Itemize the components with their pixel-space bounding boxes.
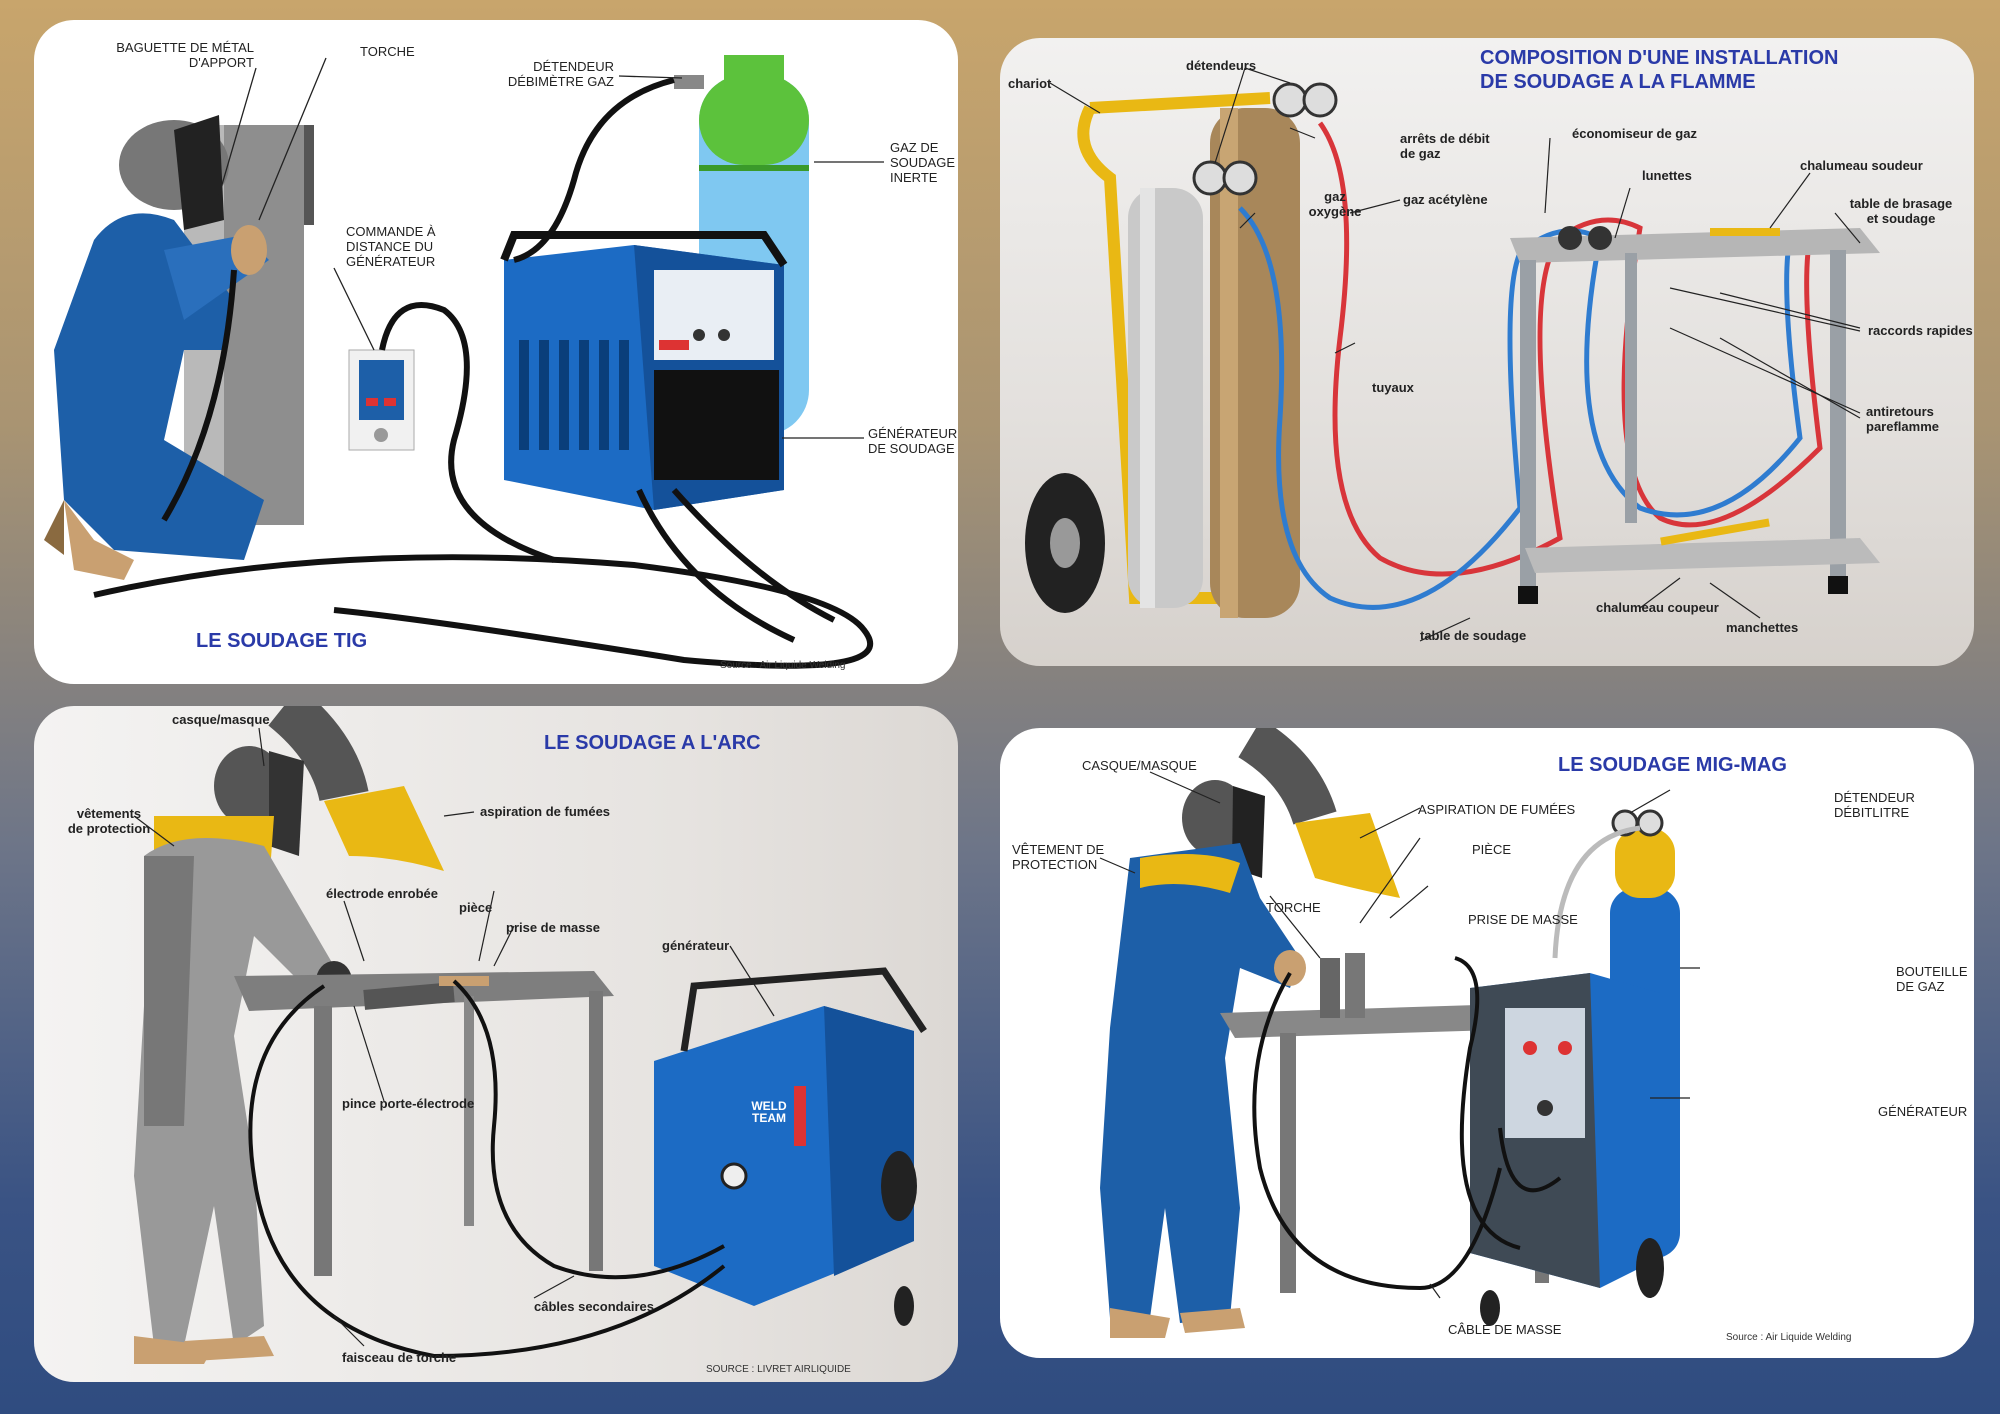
tig-label-detendeur: DÉTENDEUR DÉBIMÈTRE GAZ bbox=[507, 59, 614, 89]
flamme-label-chalumeau-soudeur: chalumeau soudeur bbox=[1800, 158, 1923, 173]
tig-illustration bbox=[44, 55, 884, 669]
migmag-label-aspiration: ASPIRATION DE FUMÉES bbox=[1418, 802, 1576, 817]
tig-label-baguette: BAGUETTE DE MÉTAL D'APPORT bbox=[116, 40, 254, 70]
arc-fume-extractor bbox=[268, 706, 444, 871]
panel-migmag: LE SOUDAGE MIG-MAG CASQUE/MASQUE VÊTEMEN… bbox=[1000, 728, 1974, 1358]
tig-title: LE SOUDAGE TIG bbox=[196, 630, 368, 652]
arc-title: LE SOUDAGE A L'ARC bbox=[544, 732, 761, 754]
migmag-illustration bbox=[1099, 728, 1700, 1338]
flamme-label-detendeurs: détendeurs bbox=[1186, 58, 1257, 73]
arc-label-cables: câbles secondaires bbox=[534, 1299, 654, 1314]
flamme-label-gaz-acetylene: gaz acétylène bbox=[1403, 192, 1488, 207]
tig-label-generateur: GÉNÉRATEUR DE SOUDAGE bbox=[868, 426, 958, 456]
arc-generator bbox=[654, 967, 927, 1326]
migmag-fume-extractor bbox=[1237, 728, 1400, 898]
flamme-label-tuyaux: tuyaux bbox=[1372, 380, 1414, 395]
tig-welder-figure bbox=[44, 115, 314, 580]
flamme-label-manchettes: manchettes bbox=[1726, 620, 1799, 635]
migmag-source: Source : Air Liquide Welding bbox=[1726, 1332, 1852, 1343]
tig-label-gaz: GAZ DE SOUDAGE INERTE bbox=[890, 140, 956, 185]
migmag-label-torche: TORCHE bbox=[1266, 900, 1321, 915]
arc-leader-lines bbox=[133, 727, 775, 1347]
migmag-label-detendeur: DÉTENDEUR DÉBITLITRE bbox=[1834, 790, 1915, 820]
migmag-label-cable: CÂBLE DE MASSE bbox=[1448, 1322, 1562, 1337]
flamme-label-economiseur: économiseur de gaz bbox=[1572, 126, 1697, 141]
migmag-title: LE SOUDAGE MIG-MAG bbox=[1558, 754, 1787, 776]
migmag-cables bbox=[1252, 825, 1641, 1291]
arc-label-electrode: électrode enrobée bbox=[326, 886, 438, 901]
migmag-generator bbox=[1470, 973, 1664, 1326]
migmag-label-piece: PIÈCE bbox=[1472, 842, 1512, 857]
flamme-illustration bbox=[1025, 67, 1880, 642]
arc-label-prise: prise de masse bbox=[506, 920, 600, 935]
migmag-label-vetement: VÊTEMENT DE PROTECTION bbox=[1012, 842, 1105, 872]
flamme-label-gaz-oxygene: gaz oxygène bbox=[1308, 189, 1362, 219]
arc-label-casque: casque/masque bbox=[172, 712, 270, 727]
tig-label-commande: COMMANDE À DISTANCE DU GÉNÉRATEUR bbox=[346, 224, 436, 269]
flamme-leader-lines bbox=[1049, 67, 1861, 642]
flamme-table bbox=[1510, 226, 1880, 604]
arc-table bbox=[234, 971, 614, 1276]
arc-label-faisceau: faisceau de torche bbox=[342, 1350, 457, 1365]
arc-label-vetements: vêtements de protection bbox=[67, 806, 151, 836]
migmag-welder-figure bbox=[1100, 780, 1306, 1338]
migmag-label-bouteille: BOUTEILLE DE GAZ bbox=[1896, 964, 1968, 994]
migmag-label-casque: CASQUE/MASQUE bbox=[1082, 758, 1197, 773]
migmag-label-prise: PRISE DE MASSE bbox=[1468, 912, 1578, 927]
arc-label-generateur: générateur bbox=[662, 938, 730, 953]
tig-label-torche: TORCHE bbox=[360, 44, 415, 59]
flamme-label-arrets: arrêts de débit de gaz bbox=[1400, 131, 1490, 161]
tig-generator bbox=[500, 231, 788, 510]
panel-arc: LE SOUDAGE A L'ARC casque/masque vêtemen… bbox=[34, 706, 958, 1382]
flamme-trolley bbox=[1025, 92, 1271, 613]
tig-leader-lines bbox=[218, 57, 884, 439]
arc-label-piece: pièce bbox=[459, 900, 493, 915]
tig-cables bbox=[93, 77, 873, 669]
flamme-title: COMPOSITION D'UNE INSTALLATION DE SOUDAG… bbox=[1480, 47, 1839, 93]
migmag-leader-lines bbox=[1099, 771, 1700, 1299]
flamme-label-chariot: chariot bbox=[1008, 76, 1052, 91]
tig-remote-control bbox=[348, 349, 415, 451]
flamme-label-table-brasage: table de brasage et soudage bbox=[1849, 196, 1953, 226]
flamme-cylinders bbox=[1128, 82, 1338, 618]
arc-illustration bbox=[133, 706, 927, 1364]
flamme-label-antiretours: antiretours pareflamme bbox=[1866, 404, 1939, 434]
flamme-label-raccords: raccords rapides bbox=[1868, 323, 1973, 338]
flamme-label-chalumeau-coupeur: chalumeau coupeur bbox=[1596, 600, 1719, 615]
arc-label-aspiration: aspiration de fumées bbox=[480, 804, 611, 819]
arc-label-pince: pince porte-électrode bbox=[342, 1096, 475, 1111]
panel-flamme: COMPOSITION D'UNE INSTALLATION DE SOUDAG… bbox=[1000, 38, 1974, 666]
panel-tig: BAGUETTE DE MÉTAL D'APPORT TORCHE DÉTEND… bbox=[34, 20, 958, 684]
arc-source: SOURCE : LIVRET AIRLIQUIDE bbox=[706, 1364, 851, 1375]
flamme-label-lunettes: lunettes bbox=[1642, 168, 1692, 183]
arc-cables bbox=[248, 979, 726, 1359]
arc-brand: WELD TEAM bbox=[751, 1099, 787, 1125]
tig-source: Source : Air Liquide Welding bbox=[720, 660, 846, 671]
flamme-label-table-soudage: table de soudage bbox=[1420, 628, 1527, 643]
migmag-label-generateur: GÉNÉRATEUR bbox=[1878, 1104, 1968, 1119]
